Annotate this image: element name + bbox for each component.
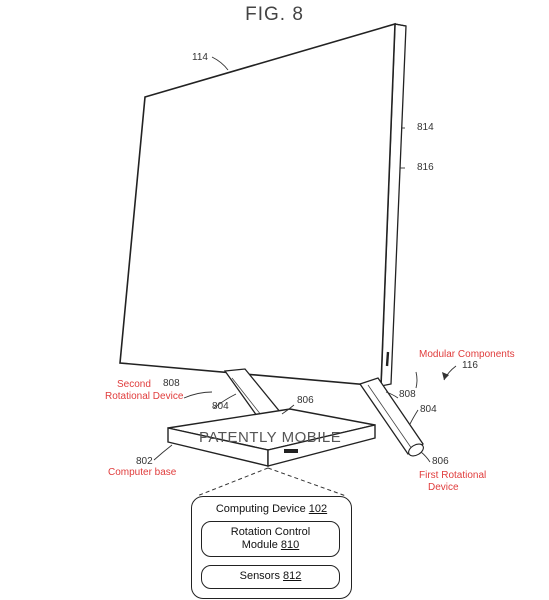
ref-804-right: 804	[420, 404, 437, 415]
rotation-control-module-label: Module	[241, 539, 278, 551]
ref-806-right: 806	[432, 456, 449, 467]
label-second-rotational-1: Second	[117, 379, 151, 390]
label-first-rotational-1: First Rotational	[419, 470, 487, 481]
sensors-block: Sensors 812	[201, 565, 340, 589]
ref-816: 816	[417, 162, 434, 173]
display-panel	[119, 22, 396, 387]
rotation-control-line2: Module 810	[202, 539, 339, 552]
ref-814: 814	[417, 122, 434, 133]
computing-device-block: Computing Device 102 Rotation Control Mo…	[191, 496, 352, 599]
ref-808-left: 808	[163, 378, 180, 389]
ref-802: 802	[136, 456, 153, 467]
sensors-ref: 812	[283, 570, 302, 582]
sensors-label: Sensors	[239, 570, 280, 582]
label-first-rotational-2: Device	[428, 482, 459, 493]
display-top-edge	[394, 23, 407, 27]
label-second-rotational-2: Rotational Device	[105, 391, 184, 402]
projection-lines	[196, 467, 347, 497]
ref-804-left: 804	[212, 401, 229, 412]
watermark: PATENTLY MOBILE	[199, 429, 342, 446]
ref-116: 116	[462, 360, 478, 371]
rotation-control-module-block: Rotation Control Module 810	[201, 521, 340, 557]
base-port	[284, 449, 298, 453]
edge-button	[385, 351, 390, 367]
ref-114: 114	[192, 52, 208, 63]
ref-806-top: 806	[297, 395, 314, 406]
right-rotational-arm	[358, 377, 424, 455]
right-arm-foot	[408, 443, 424, 457]
figure-title: FIG. 8	[245, 4, 304, 25]
rotation-control-ref: 810	[280, 539, 300, 551]
rotation-control-line1: Rotation Control	[230, 526, 311, 538]
computer-base-front-right	[267, 424, 376, 467]
leader-lines	[153, 56, 431, 463]
label-computer-base: Computer base	[108, 467, 177, 478]
label-modular-components: Modular Components	[419, 349, 515, 360]
ref-808-right: 808	[399, 389, 416, 400]
computing-device-title: Computing Device 102	[192, 503, 351, 515]
computing-device-ref: 102	[308, 503, 328, 515]
computing-device-label: Computing Device	[215, 503, 306, 515]
